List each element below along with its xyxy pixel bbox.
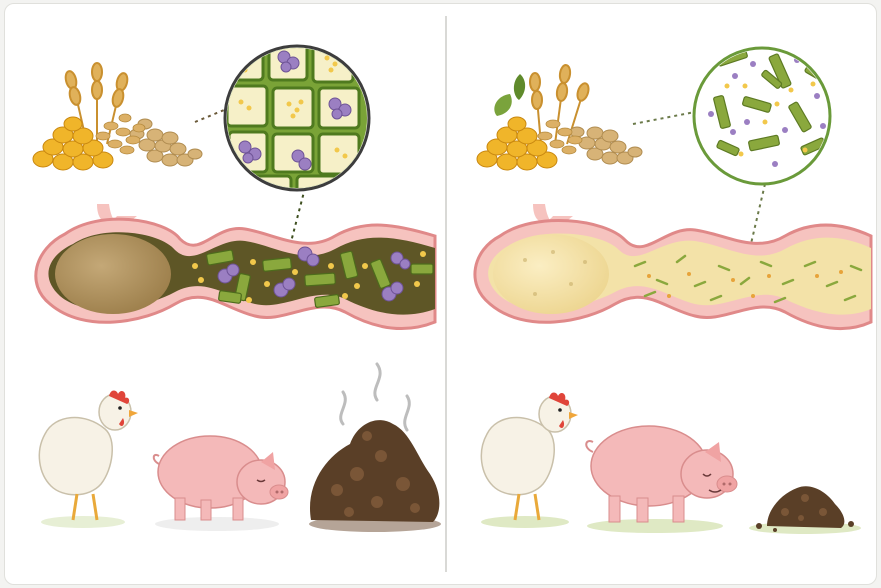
steam-icon (341, 364, 410, 430)
feed-pile-left (33, 63, 202, 170)
corn-kernels-icon (477, 117, 557, 170)
chicken-illustration-right (481, 393, 578, 529)
zoom-connector-gut-left (291, 188, 305, 242)
comparison-diagram (5, 4, 876, 584)
magnified-broken-fibers-right (694, 48, 833, 184)
stomach-contents-left (55, 234, 171, 314)
zoom-connector-gut-right (750, 184, 765, 248)
manure-pile-large (309, 364, 441, 532)
right-panel (475, 48, 871, 534)
chicken-illustration-left (39, 391, 138, 529)
pig-illustration-left (154, 436, 288, 531)
magnified-cell-walls-left (223, 40, 373, 206)
feed-pile-right (477, 64, 642, 170)
corn-kernels-icon (33, 117, 113, 170)
leaves-icon (494, 74, 525, 116)
gut-tract-right (475, 204, 871, 329)
manure-pile-small (749, 486, 861, 534)
stomach-contents-right (493, 234, 609, 314)
soybean-pile-icon (570, 127, 642, 164)
left-panel (33, 40, 441, 532)
gut-tract-left (36, 204, 435, 329)
zoom-connector-right (633, 112, 695, 124)
pig-illustration-right (586, 426, 737, 533)
figure-frame (4, 3, 877, 585)
